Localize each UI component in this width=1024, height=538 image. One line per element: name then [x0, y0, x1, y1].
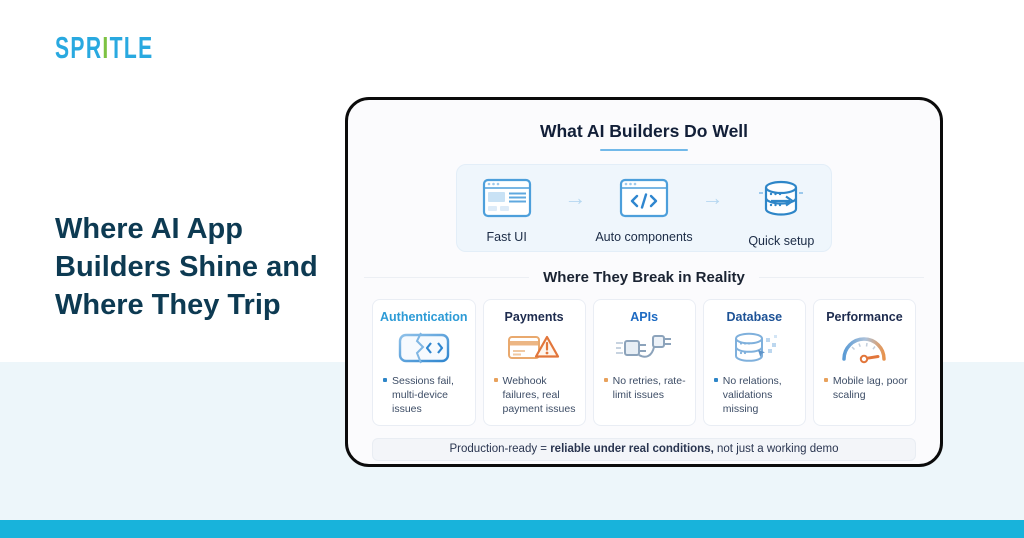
column-heading: APIs	[630, 310, 659, 324]
bullet-text: Webhook failures, real payment issues	[502, 375, 576, 416]
production-ready-note: Production-ready = reliable under real c…	[372, 437, 916, 461]
column-bullet: Sessions fail, multi-device issues	[380, 374, 468, 417]
break-section-header: Where They Break in Reality	[348, 269, 940, 286]
speed-gauge-icon	[821, 330, 908, 366]
infographic-card: What AI Builders Do Well Fast UI →	[345, 97, 943, 467]
page-title-line-3: Where They Trip	[55, 289, 281, 321]
flow-arrow-icon: →	[701, 185, 724, 210]
well-section-title: What AI Builders Do Well	[539, 121, 749, 141]
column-bullet: No retries, rate-limit issues	[601, 374, 688, 402]
bullet-marker	[383, 378, 387, 382]
well-item-label: Auto components	[595, 230, 693, 244]
column-heading: Performance	[826, 310, 903, 324]
bullet-text: Sessions fail, multi-device issues	[392, 375, 454, 416]
column-heading: Database	[726, 310, 783, 324]
logo-suffix: TLE	[109, 30, 154, 65]
well-item-label: Fast UI	[486, 230, 527, 244]
browser-ui-icon	[482, 178, 532, 223]
well-item-fast-ui: Fast UI	[457, 178, 556, 244]
page-title-line-1: Where AI App	[55, 213, 243, 245]
column-heading: Authentication	[380, 310, 468, 324]
bullet-text: No retries, rate-limit issues	[612, 375, 686, 402]
break-section-title: Where They Break in Reality	[543, 269, 745, 286]
column-bullet: Webhook failures, real payment issues	[491, 374, 578, 417]
divider-line	[364, 277, 530, 278]
bullet-marker	[493, 378, 498, 382]
bullet-marker	[603, 378, 608, 382]
logo-prefix: SPR	[55, 30, 103, 65]
break-column-database: Database No relations, validations	[702, 299, 806, 426]
well-panel: Fast UI → Auto components →	[456, 164, 832, 252]
bullet-text: Mobile lag, poor scaling	[832, 375, 908, 402]
break-column-payments: Payments Webhook failures, real payment …	[482, 299, 586, 426]
note-suffix: not just a working demo	[713, 443, 839, 456]
spritle-logo: SPRITLE	[55, 30, 154, 66]
code-window-icon	[619, 178, 669, 223]
logo-accent-letter: I	[102, 30, 110, 65]
break-column-authentication: Authentication Sessions fail, multi-devi…	[372, 299, 476, 426]
page-title: Where AI App Builders Shine and Where Th…	[55, 210, 355, 324]
well-item-quick-setup: Quick setup	[732, 178, 831, 248]
disconnected-plug-icon	[601, 330, 688, 366]
database-setup-icon	[758, 178, 804, 227]
flow-arrow-icon: →	[564, 185, 587, 210]
cyan-footer-strip	[0, 520, 1024, 538]
well-item-auto-components: Auto components	[594, 178, 693, 244]
note-bold: reliable under real conditions,	[550, 443, 714, 456]
bullet-marker	[823, 378, 828, 382]
column-heading: Payments	[504, 310, 564, 324]
break-columns: Authentication Sessions fail, multi-devi…	[372, 299, 916, 426]
note-prefix: Production-ready =	[449, 443, 551, 456]
broken-auth-icon	[380, 330, 468, 366]
payment-warning-icon	[491, 330, 578, 366]
database-pixel-icon	[711, 330, 798, 366]
bullet-marker	[713, 378, 718, 382]
well-item-label: Quick setup	[748, 234, 815, 248]
divider-line	[758, 277, 924, 278]
break-column-apis: APIs No retries, rate-limit issues	[592, 299, 696, 426]
column-bullet: No relations, validations missing	[711, 374, 798, 417]
bullet-text: No relations, validations missing	[722, 375, 782, 416]
break-column-performance: Performance Mobile lag, poor scaling	[812, 299, 916, 426]
column-bullet: Mobile lag, poor scaling	[821, 374, 908, 402]
page-title-line-2: Builders Shine and	[55, 251, 318, 283]
title-underline	[600, 149, 688, 151]
